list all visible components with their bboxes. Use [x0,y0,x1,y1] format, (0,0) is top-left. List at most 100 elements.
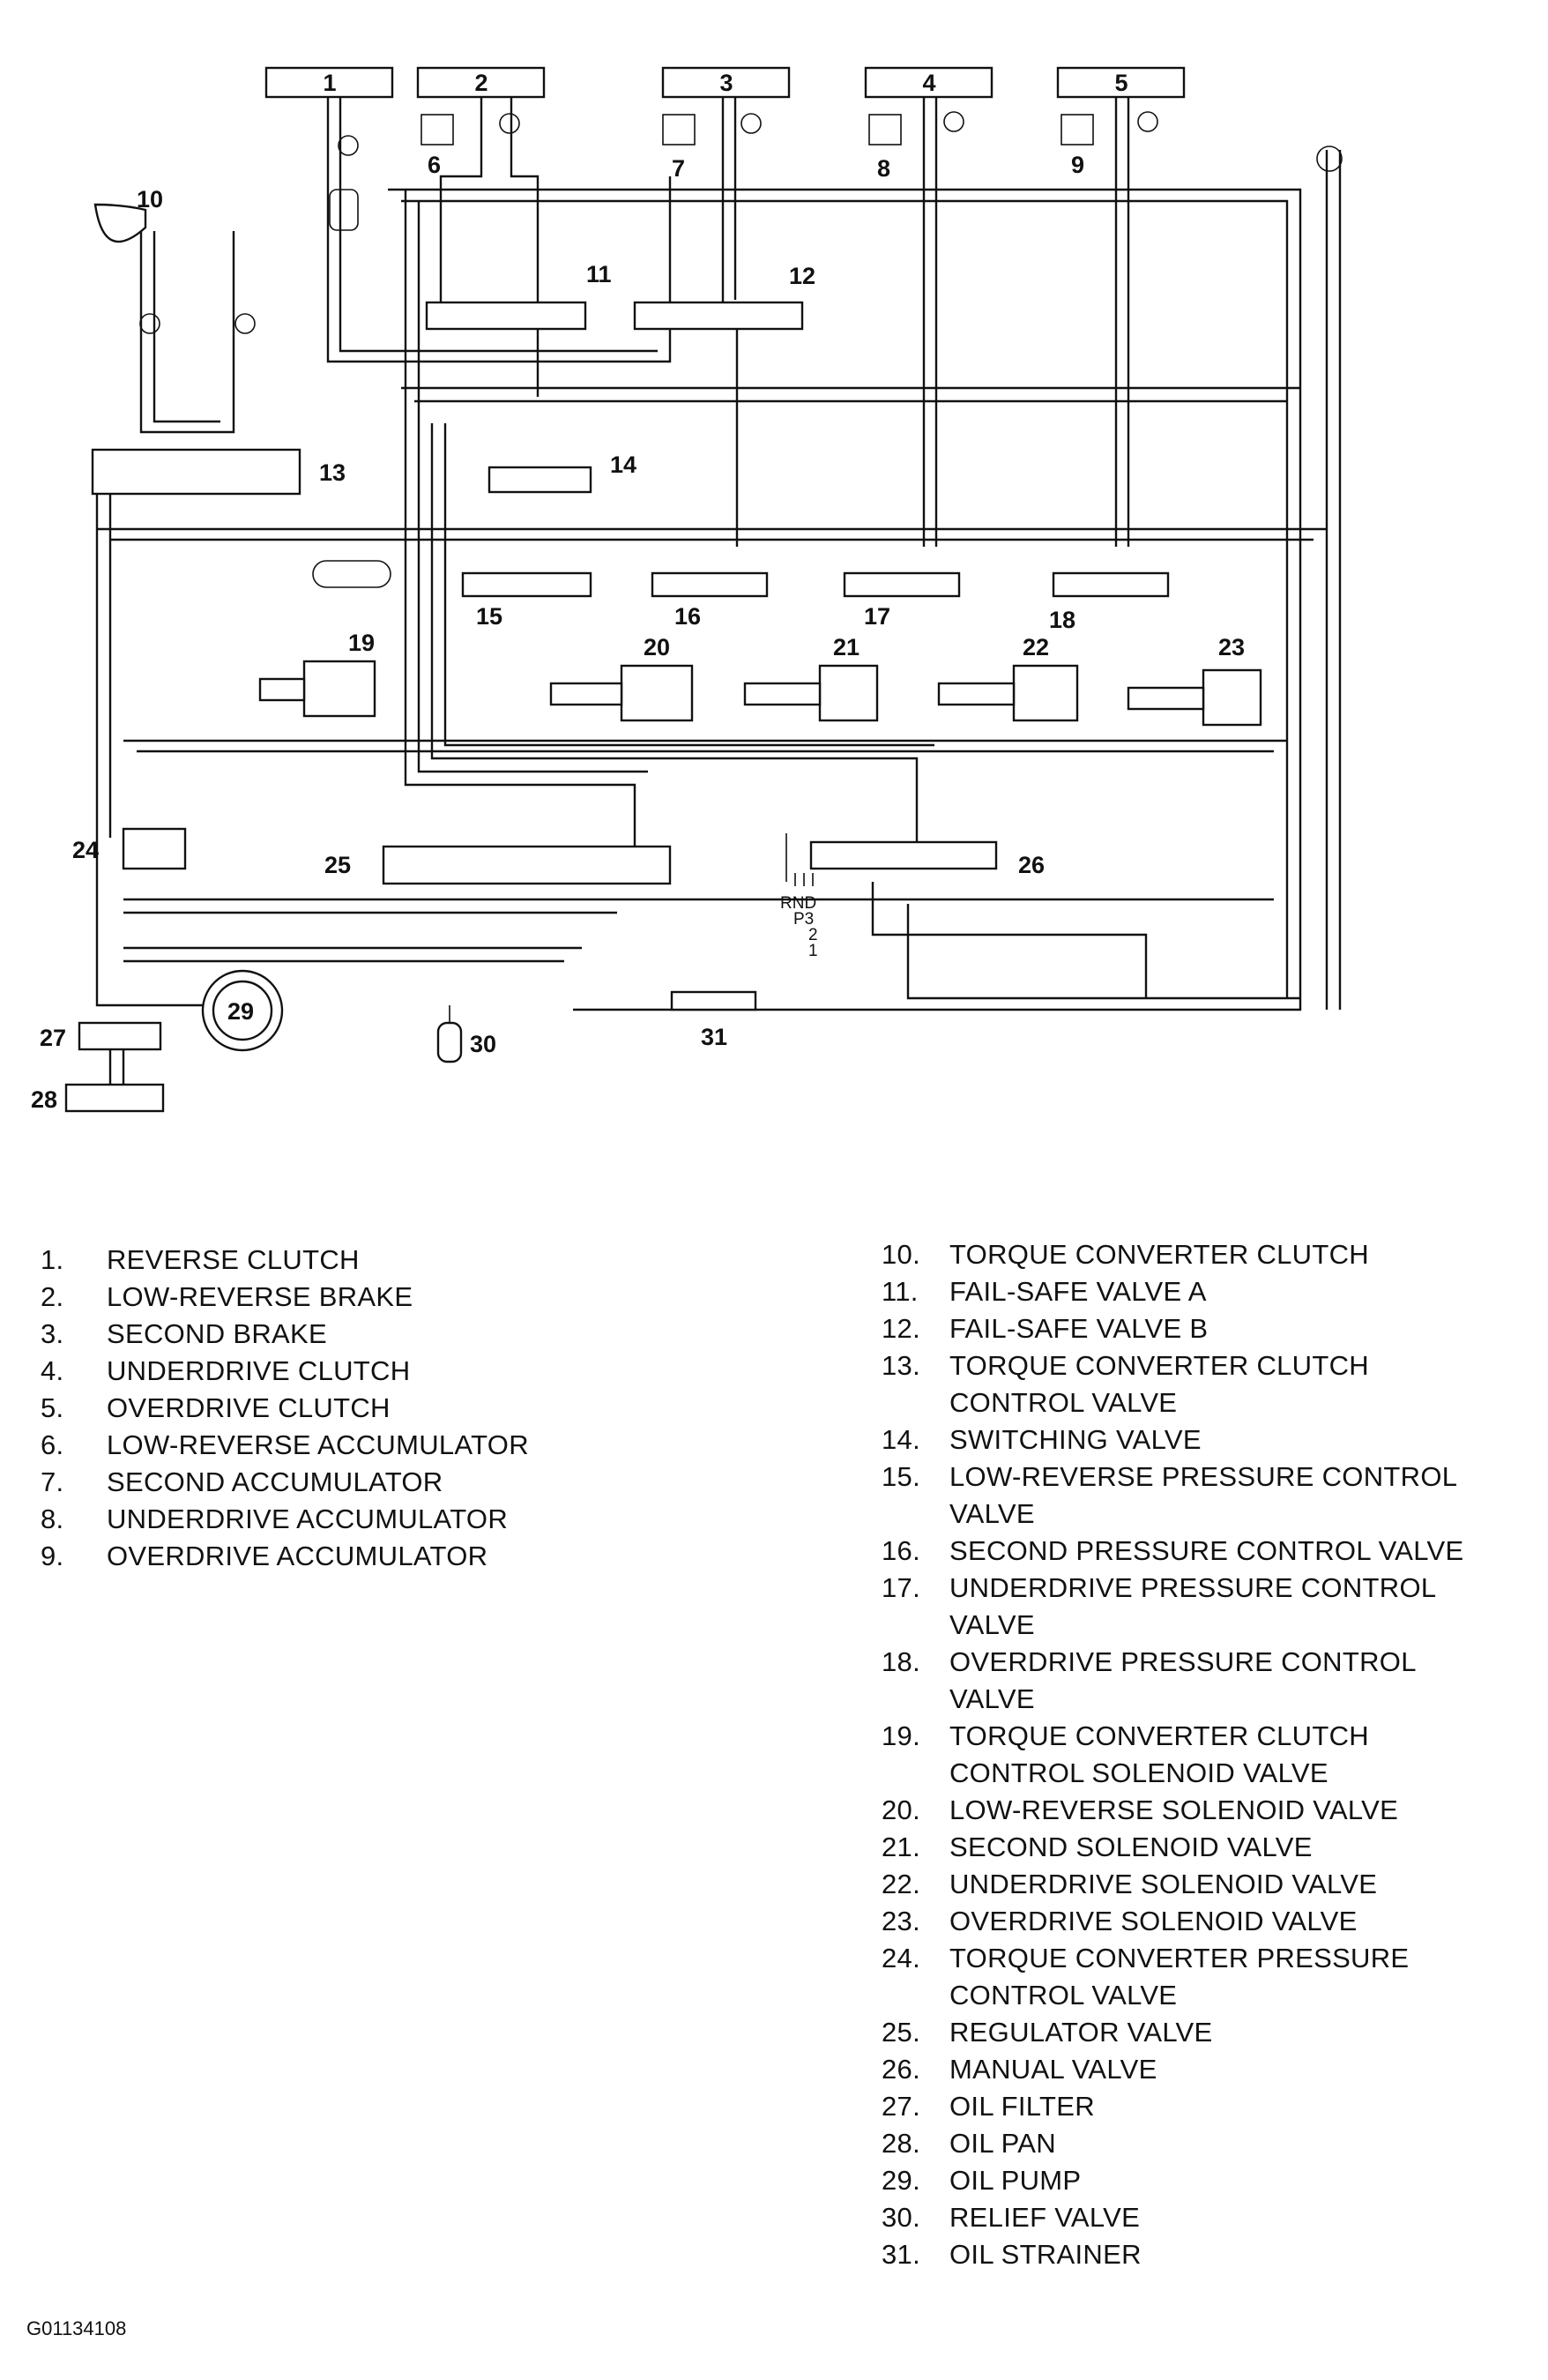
legend-item-text: SECOND PRESSURE CONTROL VALVE [949,1535,1464,1566]
hydraulic-passages [95,97,1342,1011]
legend-item: 9. OVERDRIVE ACCUMULATOR [41,1538,834,1575]
legend-item-text: OVERDRIVE ACCUMULATOR [107,1541,488,1571]
callout-6: 6 [428,152,441,178]
callout-8: 8 [877,155,890,182]
legend-item-text: UNDERDRIVE SOLENOID VALVE [949,1869,1378,1899]
callout-31: 31 [701,1024,727,1050]
callout-13: 13 [319,459,346,486]
legend-item-number: 4. [41,1355,64,1386]
callout-14: 14 [610,451,636,478]
legend-item-text: SECOND SOLENOID VALVE [949,1832,1313,1862]
figure-id: G01134108 [26,2317,127,2339]
legend-item-text: MANUAL VALVE [949,2054,1157,2085]
legend-item: 15.LOW-REVERSE PRESSURE CONTROL VALVE [882,1459,1534,1533]
legend-item-text: OIL FILTER [949,2091,1095,2122]
legend-item-text: OIL PAN [949,2128,1056,2159]
legend-item-text: OVERDRIVE PRESSURE CONTROL VALVE [949,1646,1417,1714]
legend-item: 29. OIL PUMP [882,2162,1534,2199]
legend-item: 20.LOW-REVERSE SOLENOID VALVE [882,1792,1534,1829]
legend-item-text: RELIEF VALVE [949,2202,1141,2233]
callout-29: 29 [227,998,254,1025]
legend-item: 24.TORQUE CONVERTER PRESSURE CONTROL VAL… [882,1940,1534,2014]
callout-9: 9 [1071,152,1084,178]
legend-item-number: 7. [41,1466,64,1497]
top-label-3: 3 [719,70,733,96]
legend-item: 2.LOW-REVERSE BRAKE [41,1279,834,1316]
callout-11: 11 [586,261,612,287]
legend-item-number: 12. [882,1313,920,1344]
callout-10: 10 [137,186,163,213]
top-label-4: 4 [922,70,935,96]
manual-valve-pos-1: RND [780,894,816,913]
legend-item: 28. OIL PAN [882,2125,1534,2162]
callout-21: 21 [833,634,860,660]
legend-item: 18. OVERDRIVE PRESSURE CONTROL VALVE [882,1644,1534,1718]
legend-item-number: 22. [882,1869,920,1899]
legend-item: 21.SECOND SOLENOID VALVE [882,1829,1534,1866]
callout-12: 12 [789,263,815,289]
legend-item-number: 17. [882,1572,920,1603]
box-second-brake [661,66,791,99]
legend-item-text: OIL PUMP [949,2165,1082,2196]
legend-item: 22. UNDERDRIVE SOLENOID VALVE [882,1866,1534,1903]
legend-item: 25. REGULATOR VALVE [882,2014,1534,2051]
legend-item-text: LOW-REVERSE ACCUMULATOR [107,1429,529,1460]
top-label-1: 1 [323,70,336,96]
callout-17: 17 [864,603,890,630]
callout-26: 26 [1018,852,1045,878]
legend-item: 26.MANUAL VALVE [882,2051,1534,2088]
legend-item-number: 30. [882,2202,920,2233]
callout-22: 22 [1023,634,1049,660]
legend-item-text: FAIL-SAFE VALVE A [949,1276,1207,1307]
legend-item: 17.UNDERDRIVE PRESSURE CONTROL VALVE [882,1570,1534,1644]
tc-pressure-control-valve [122,827,187,870]
legend-item-number: 18. [882,1646,920,1677]
legend-item: 27. OIL FILTER [882,2088,1534,2125]
legend-item-number: 25. [882,2017,920,2048]
solenoid-valves [258,660,1262,727]
manual-valve-pos-2: P3 [793,910,814,929]
oil-filter [78,1021,162,1051]
legend-item-number: 14. [882,1424,920,1455]
manual-valve-pos-3: 2 [808,926,818,944]
legend-item-number: 3. [41,1318,64,1349]
legend-item: 12. FAIL-SAFE VALVE B [882,1310,1534,1347]
hydraulic-circuit-diagram: 1 2 3 4 5 [31,66,1343,1113]
legend-item: 8.UNDERDRIVE ACCUMULATOR [41,1501,834,1538]
box-overdrive-clutch [1056,66,1186,99]
legend-item: 4.UNDERDRIVE CLUTCH [41,1353,834,1390]
callout-25: 25 [324,852,351,878]
pressure-control-valves [312,560,1170,598]
legend-item-number: 19. [882,1720,920,1751]
legend-item: 13.TORQUE CONVERTER CLUTCH CONTROL VALVE [882,1347,1534,1421]
legend-item-number: 9. [41,1541,64,1571]
tcc-control-valve [91,448,301,496]
callout-18: 18 [1049,607,1075,633]
legend-item: 6.LOW-REVERSE ACCUMULATOR [41,1427,834,1464]
legend-item-number: 29. [882,2165,920,2196]
legend-item-text: OVERDRIVE SOLENOID VALVE [949,1906,1358,1936]
legend-item: 16.SECOND PRESSURE CONTROL VALVE [882,1533,1534,1570]
legend-item: 10.TORQUE CONVERTER CLUTCH [882,1236,1534,1273]
legend-item: 14.SWITCHING VALVE [882,1421,1534,1459]
legend-item-number: 28. [882,2128,920,2159]
callout-24: 24 [72,837,99,863]
legend-item-number: 15. [882,1461,920,1492]
legend-item-text: SECOND BRAKE [107,1318,327,1349]
legend-item: 11. FAIL-SAFE VALVE A [882,1273,1534,1310]
legend-item-number: 27. [882,2091,920,2122]
legend-item: 3. SECOND BRAKE [41,1316,834,1353]
legend-item-text: REVERSE CLUTCH [107,1244,360,1275]
legend-item-text: SECOND ACCUMULATOR [107,1466,443,1497]
legend-item: 1.REVERSE CLUTCH [41,1242,834,1279]
box-underdrive-clutch [864,66,994,99]
callout-19: 19 [348,630,375,656]
legend-item-text: FAIL-SAFE VALVE B [949,1313,1209,1344]
accumulators [329,111,1343,231]
torque-converter-clutch-shape [93,203,147,243]
legend-item-text: TORQUE CONVERTER CLUTCH CONTROL SOLENOID… [949,1720,1369,1788]
top-label-2: 2 [474,70,487,96]
legend-item-text: REGULATOR VALVE [949,2017,1213,2048]
legend-item-number: 11. [882,1276,919,1307]
